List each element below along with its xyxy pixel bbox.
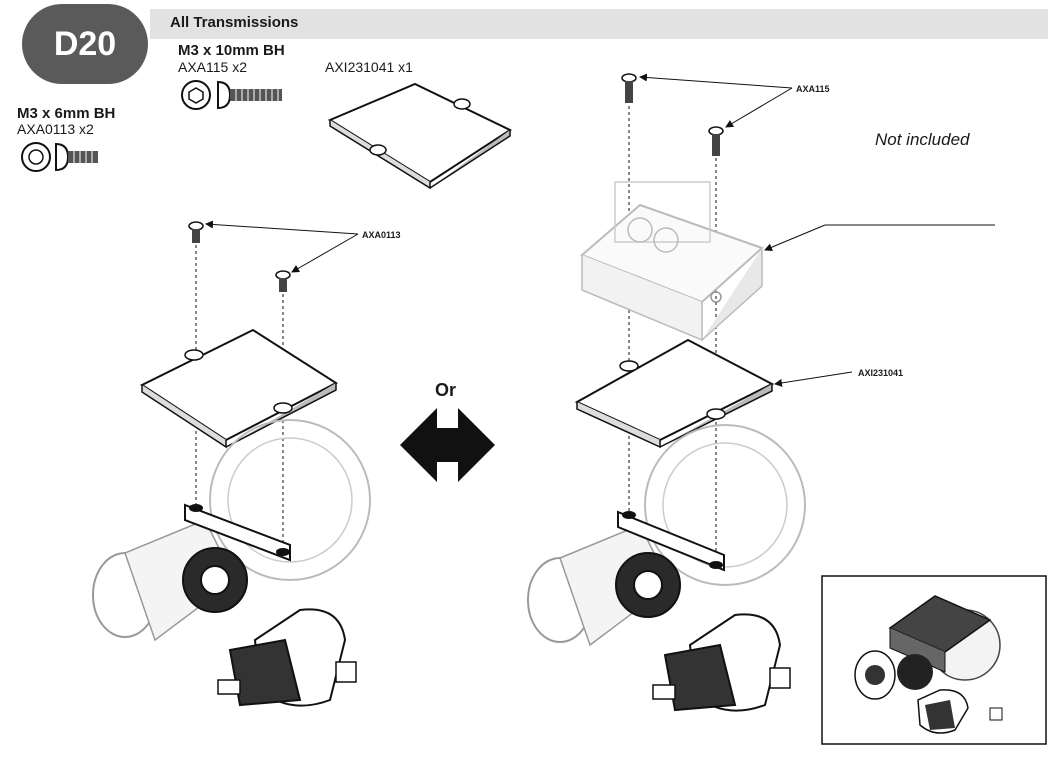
step-badge <box>22 4 148 84</box>
callout-axi231041: AXI231041 <box>858 368 904 378</box>
callout-axa115: AXA115 <box>796 84 830 94</box>
left-screw-2-icon <box>275 270 291 292</box>
header-bar <box>150 9 1048 39</box>
or-double-arrow-icon <box>400 408 495 482</box>
mounting-plate-icon <box>327 82 513 190</box>
m3x10-screw-icon <box>181 80 282 110</box>
esc-unit-icon <box>580 181 764 342</box>
completed-assembly-inset <box>821 575 1047 745</box>
right-screw-2-icon <box>708 126 724 156</box>
section-title: All Transmissions <box>170 14 299 31</box>
m3x6-screw-name: M3 x 6mm BH <box>17 105 116 122</box>
not-included-note: Not included <box>875 130 970 149</box>
right-assembly <box>527 73 995 712</box>
left-screw-1-icon <box>188 221 204 243</box>
m3x6-screw-icon <box>21 142 98 172</box>
or-label: Or <box>435 380 457 400</box>
m3x10-screw-code: AXA115 x2 <box>178 59 248 75</box>
plate-part-code: AXI231041 x1 <box>325 59 413 75</box>
left-assembly <box>92 220 371 707</box>
step-number: D20 <box>53 25 117 63</box>
m3x6-screw-code: AXA0113 x2 <box>17 121 94 137</box>
callout-axa0113: AXA0113 <box>362 230 401 240</box>
right-screw-1-icon <box>621 73 637 103</box>
m3x10-screw-name: M3 x 10mm BH <box>178 42 285 59</box>
